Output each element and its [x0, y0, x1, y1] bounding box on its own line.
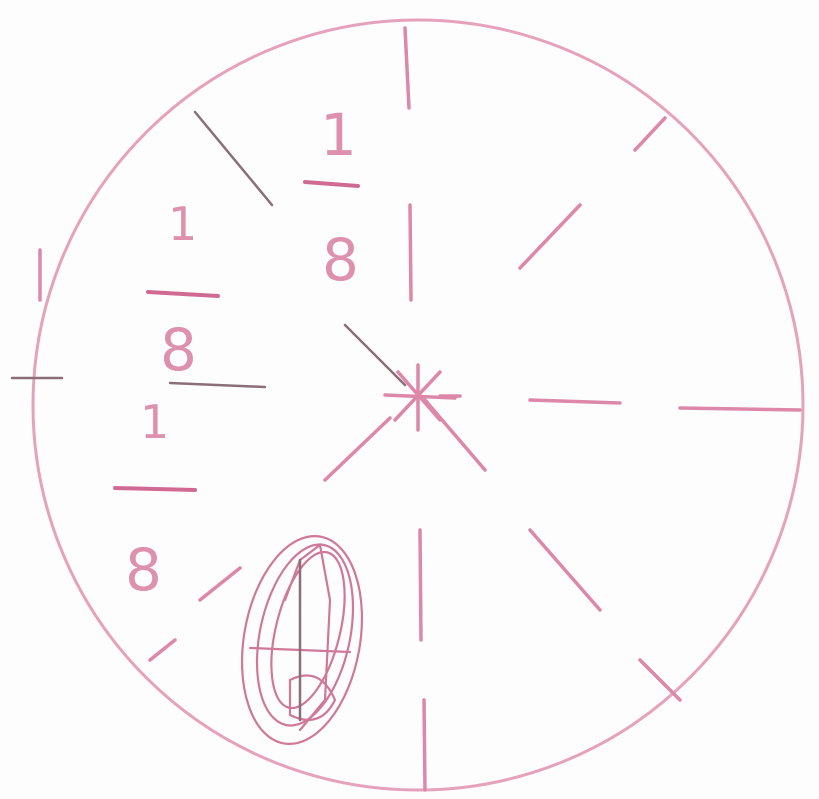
radius-top-outer: [405, 28, 409, 108]
fraction-bar: [115, 488, 195, 490]
radius-right-outer: [680, 408, 800, 410]
fraction-bar: [148, 292, 218, 296]
diagonal-lower-left-inner: [325, 418, 390, 480]
diagonal-upper-right-inner: [520, 205, 580, 268]
diagonal-lower-left-outer: [150, 640, 175, 660]
radius-bottom-outer: [424, 700, 425, 790]
diagonal-upper-left-outer: [195, 112, 272, 205]
fraction-numerator: 1: [168, 197, 197, 251]
radius-top-inner: [410, 205, 411, 300]
scribbled-out-fraction: [227, 527, 378, 754]
diagonal-lower-right-inner: [530, 530, 600, 610]
diagonal-lower-right-outer: [640, 660, 680, 700]
diagonal-lower-left-mid: [200, 568, 240, 600]
radius-right-inner: [530, 400, 620, 403]
fraction-denominator: 8: [322, 226, 359, 294]
fraction-1-eighth-left-lower: 1 8: [115, 395, 195, 604]
fraction-denominator: 8: [125, 536, 162, 604]
fraction-bar: [305, 182, 358, 186]
fraction-denominator: 8: [160, 316, 197, 384]
fraction-numerator: 1: [140, 395, 169, 449]
diagonal-upper-left-inner: [345, 325, 405, 385]
fraction-numerator: 1: [320, 101, 357, 169]
fraction-1-eighth-left-upper: 1 8: [148, 197, 218, 384]
fraction-1-eighth-top: 1 8: [305, 101, 359, 294]
diagonal-upper-right-outer: [635, 118, 665, 150]
radius-bottom-inner: [420, 530, 421, 640]
